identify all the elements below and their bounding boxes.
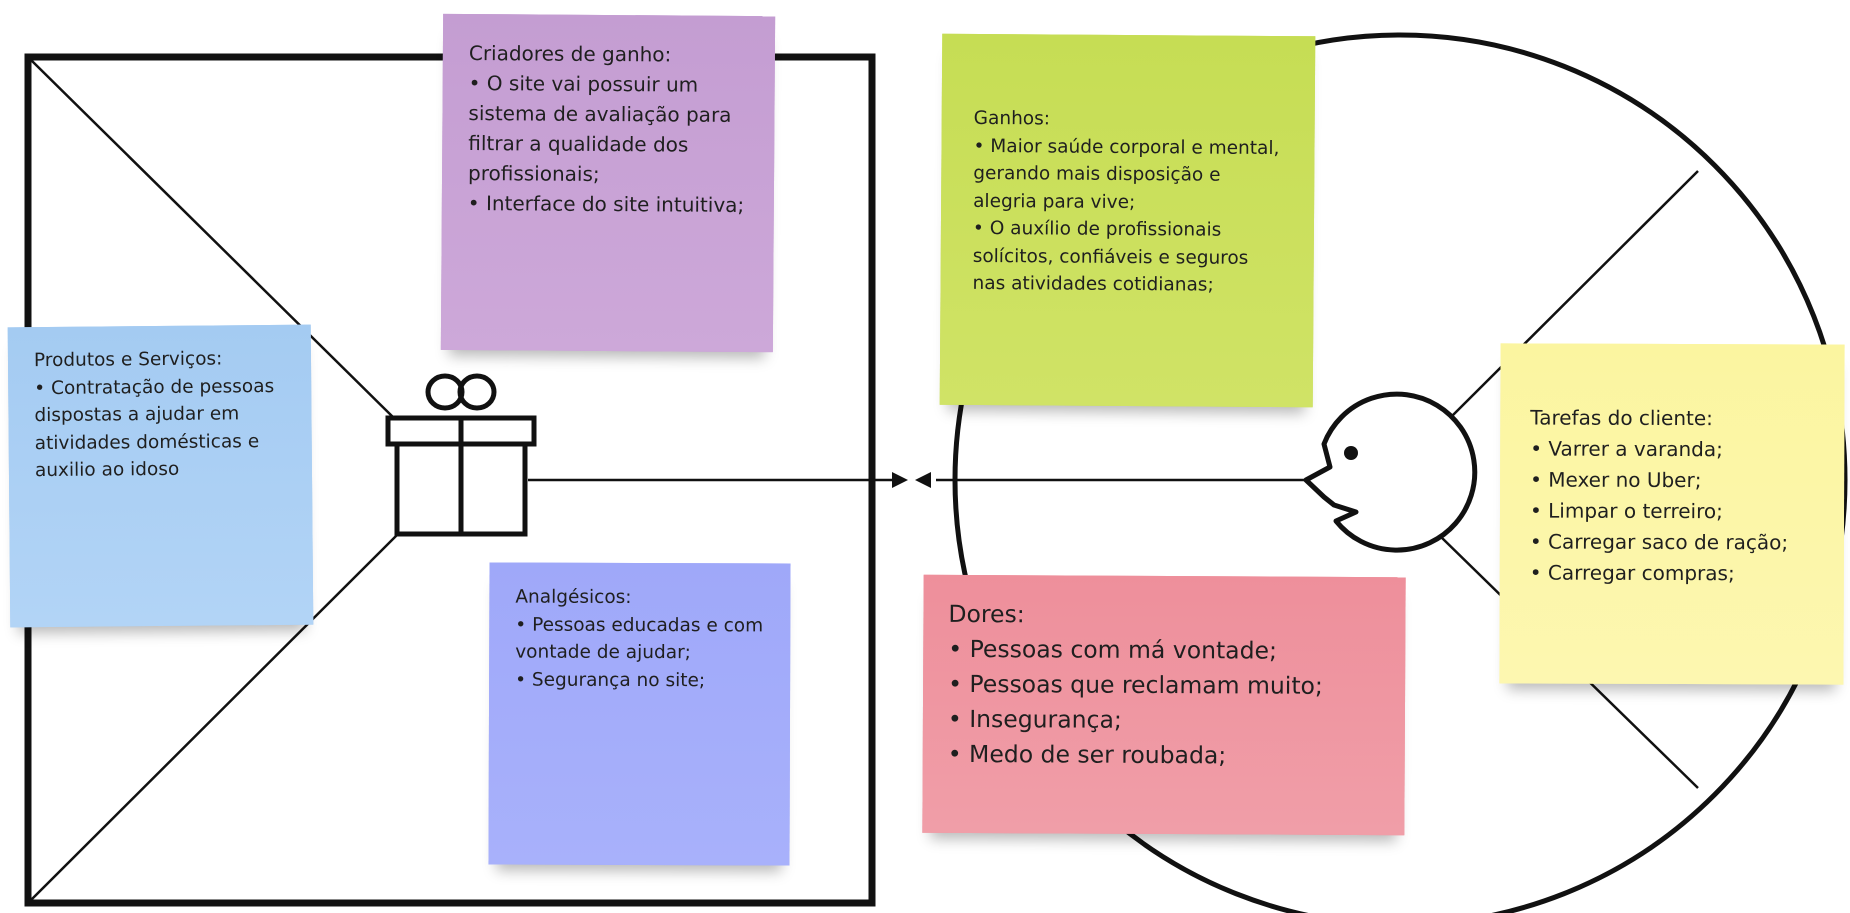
gift-icon [385,373,537,537]
list-item: Carregar saco de ração; [1530,527,1814,559]
list-item: Interface do site intuitiva; [468,188,748,220]
note-title: Analgésicos: [515,586,632,608]
note-title: Ganhos: [973,107,1051,130]
list-item: Segurança no site; [515,666,764,694]
list-item: Mexer no Uber; [1530,465,1814,497]
note-list: Maior saúde corporal e mental, gerando m… [972,132,1282,299]
list-item: Carregar compras; [1530,558,1814,590]
note-title: Criadores de ganho: [468,41,672,67]
list-item: Pessoas que reclamam muito; [948,667,1380,704]
list-item: Contratação de pessoas dispostas a ajuda… [34,372,286,484]
list-item: Pessoas educadas e com vontade de ajudar… [515,611,764,667]
sticky-note-gains[interactable]: Ganhos: Maior saúde corporal e mental, g… [939,33,1316,408]
note-title: Tarefas do cliente: [1530,405,1713,431]
list-item: O auxílio de profissionais solícitos, co… [972,215,1282,300]
face-icon [1303,391,1478,553]
list-item: Insegurança; [948,702,1380,739]
note-list: Varrer a varanda; Mexer no Uber; Limpar … [1530,434,1815,590]
list-item: Pessoas com má vontade; [948,632,1380,669]
value-map-diagonal-top [30,59,398,422]
customer-divider-top [1449,170,1699,419]
sticky-note-pain-relievers[interactable]: Analgésicos: Pessoas educadas e com vont… [488,562,791,866]
value-map-diagonal-bottom [30,534,398,901]
list-item: O site vai possuir um sistema de avaliaç… [468,68,749,190]
list-item: Limpar o terreiro; [1530,496,1814,528]
value-map-arrow [528,472,908,488]
note-list: Contratação de pessoas dispostas a ajuda… [34,372,286,484]
list-item: Varrer a varanda; [1530,434,1814,466]
sticky-note-pains[interactable]: Dores: Pessoas com má vontade; Pessoas q… [922,574,1406,836]
customer-profile-arrow [915,472,1308,488]
note-list: Pessoas educadas e com vontade de ajudar… [515,611,764,694]
list-item: Medo de ser roubada; [948,737,1380,774]
note-list: Pessoas com má vontade; Pessoas que recl… [948,632,1381,774]
list-item: Maior saúde corporal e mental, gerando m… [973,132,1283,217]
note-title: Produtos e Serviços: [33,348,223,372]
sticky-note-customer-jobs[interactable]: Tarefas do cliente: Varrer a varanda; Me… [1499,343,1845,685]
sticky-note-gain-creators[interactable]: Criadores de ganho: O site vai possuir u… [440,13,776,353]
note-list: O site vai possuir um sistema de avaliaç… [468,68,749,220]
sticky-note-products-services[interactable]: Produtos e Serviços: Contratação de pess… [7,324,314,628]
note-title: Dores: [948,599,1025,629]
